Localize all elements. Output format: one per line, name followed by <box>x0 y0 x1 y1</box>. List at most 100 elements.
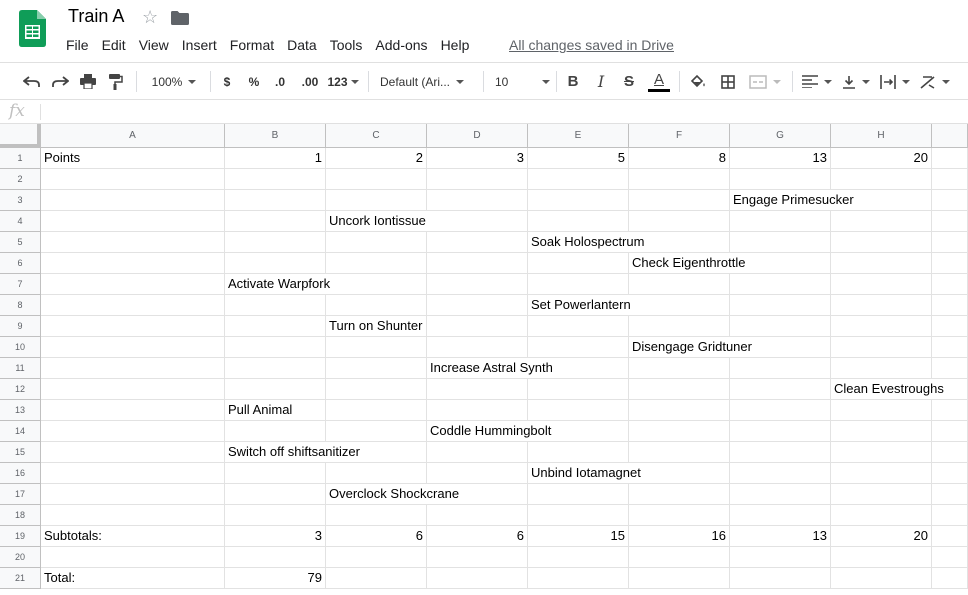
cell-b19[interactable]: 3 <box>225 526 326 547</box>
cell-c8[interactable] <box>326 295 427 316</box>
google-sheets-logo[interactable] <box>19 10 46 47</box>
cell-b6[interactable] <box>225 253 326 274</box>
cell-e4[interactable] <box>528 211 629 232</box>
column-header-h[interactable]: H <box>831 124 932 148</box>
cell-h15[interactable] <box>831 442 932 463</box>
row-header-10[interactable]: 10 <box>0 337 41 358</box>
cell-a19[interactable]: Subtotals: <box>41 526 225 547</box>
menu-tools[interactable]: Tools <box>329 37 363 53</box>
folder-icon[interactable] <box>171 11 189 25</box>
cell-c13[interactable] <box>326 400 427 421</box>
row-header-12[interactable]: 12 <box>0 379 41 400</box>
cell-a20[interactable] <box>41 547 225 568</box>
cell-h14[interactable] <box>831 421 932 442</box>
cell-f14[interactable] <box>629 421 730 442</box>
row-header-1[interactable]: 1 <box>0 148 41 169</box>
cell-f13[interactable] <box>629 400 730 421</box>
print-button[interactable] <box>76 63 100 100</box>
cell-e20[interactable] <box>528 547 629 568</box>
text-rotation-button[interactable] <box>918 63 952 100</box>
cell-c20[interactable] <box>326 547 427 568</box>
cell-h6[interactable] <box>831 253 932 274</box>
cell-a4[interactable] <box>41 211 225 232</box>
column-header-g[interactable]: G <box>730 124 831 148</box>
document-title[interactable]: Train A <box>68 6 125 26</box>
cell-a13[interactable] <box>41 400 225 421</box>
row-header-15[interactable]: 15 <box>0 442 41 463</box>
cell-c21[interactable] <box>326 568 427 589</box>
cell-f8[interactable] <box>629 295 730 316</box>
cell-h7[interactable] <box>831 274 932 295</box>
cell-i21[interactable] <box>932 568 968 589</box>
cell-e11[interactable] <box>528 358 629 379</box>
cell-d18[interactable] <box>427 505 528 526</box>
cell-e15[interactable] <box>528 442 629 463</box>
cell-e14[interactable] <box>528 421 629 442</box>
cell-i13[interactable] <box>932 400 968 421</box>
select-all-corner[interactable] <box>0 124 41 148</box>
row-header-11[interactable]: 11 <box>0 358 41 379</box>
cell-b13[interactable] <box>225 400 326 421</box>
cell-a3[interactable] <box>41 190 225 211</box>
cell-d6[interactable] <box>427 253 528 274</box>
cell-g9[interactable] <box>730 316 831 337</box>
cell-h11[interactable] <box>831 358 932 379</box>
cell-b9[interactable] <box>225 316 326 337</box>
cell-d5[interactable] <box>427 232 528 253</box>
cell-h10[interactable] <box>831 337 932 358</box>
cell-b12[interactable] <box>225 379 326 400</box>
cell-b10[interactable] <box>225 337 326 358</box>
cell-i15[interactable] <box>932 442 968 463</box>
cell-e1[interactable]: 5 <box>528 148 629 169</box>
more-formats-select[interactable]: 123 <box>326 63 360 100</box>
cell-d19[interactable]: 6 <box>427 526 528 547</box>
cell-i5[interactable] <box>932 232 968 253</box>
cell-b14[interactable] <box>225 421 326 442</box>
cell-a15[interactable] <box>41 442 225 463</box>
cell-e2[interactable] <box>528 169 629 190</box>
cell-h5[interactable] <box>831 232 932 253</box>
cell-g17[interactable] <box>730 484 831 505</box>
cell-g19[interactable]: 13 <box>730 526 831 547</box>
cell-e12[interactable] <box>528 379 629 400</box>
cell-c15[interactable] <box>326 442 427 463</box>
cell-b1[interactable]: 1 <box>225 148 326 169</box>
bold-button[interactable]: B <box>567 73 579 90</box>
cell-d10[interactable] <box>427 337 528 358</box>
cell-f21[interactable] <box>629 568 730 589</box>
cell-g10[interactable] <box>730 337 831 358</box>
cell-f19[interactable]: 16 <box>629 526 730 547</box>
cell-f20[interactable] <box>629 547 730 568</box>
cell-b5[interactable] <box>225 232 326 253</box>
cell-i2[interactable] <box>932 169 968 190</box>
cell-c10[interactable] <box>326 337 427 358</box>
cell-g20[interactable] <box>730 547 831 568</box>
cell-g16[interactable] <box>730 463 831 484</box>
row-header-4[interactable]: 4 <box>0 211 41 232</box>
italic-button[interactable]: I <box>597 72 605 91</box>
cell-d1[interactable]: 3 <box>427 148 528 169</box>
cell-c14[interactable] <box>326 421 427 442</box>
cell-f5[interactable] <box>629 232 730 253</box>
cell-g13[interactable] <box>730 400 831 421</box>
cell-b3[interactable] <box>225 190 326 211</box>
cell-e6[interactable] <box>528 253 629 274</box>
cell-i3[interactable] <box>932 190 968 211</box>
cell-c12[interactable] <box>326 379 427 400</box>
cell-b21[interactable]: 79 <box>225 568 326 589</box>
cell-i8[interactable] <box>932 295 968 316</box>
vertical-align-button[interactable] <box>840 63 872 100</box>
column-header-overflow[interactable] <box>932 124 968 148</box>
cell-f3[interactable] <box>629 190 730 211</box>
cell-f2[interactable] <box>629 169 730 190</box>
undo-button[interactable] <box>20 63 44 100</box>
cell-h16[interactable] <box>831 463 932 484</box>
fill-color-button[interactable] <box>687 63 709 100</box>
cell-g11[interactable] <box>730 358 831 379</box>
cell-g18[interactable] <box>730 505 831 526</box>
menu-insert[interactable]: Insert <box>181 37 217 53</box>
menu-format[interactable]: Format <box>229 37 275 53</box>
cell-a21[interactable]: Total: <box>41 568 225 589</box>
cell-f11[interactable] <box>629 358 730 379</box>
cell-a14[interactable] <box>41 421 225 442</box>
